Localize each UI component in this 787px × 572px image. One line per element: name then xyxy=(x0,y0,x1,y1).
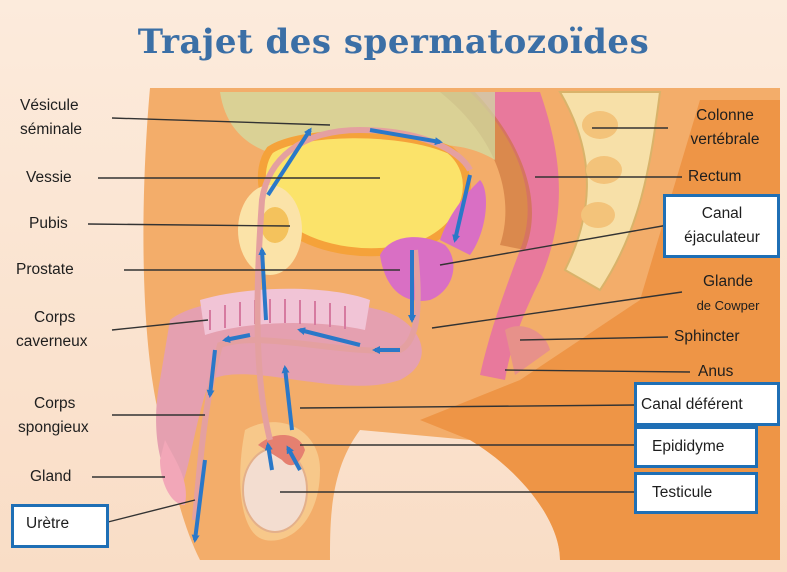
label-prostate: Prostate xyxy=(16,258,74,282)
label-corps-caverneux-line2: caverneux xyxy=(16,330,88,354)
page-title: Trajet des spermatozoïdes xyxy=(0,22,787,62)
label-glande-line2: de Cowper xyxy=(676,294,780,318)
label-canal-ejaculateur: Canal éjaculateur xyxy=(666,202,778,250)
label-corps-spongieux-line1: Corps xyxy=(18,392,89,416)
label-testicule: Testicule xyxy=(652,481,712,505)
label-epididyme: Epididyme xyxy=(652,435,724,459)
label-colonne-line1: Colonne xyxy=(672,104,778,128)
label-glande-cowper: Glande de Cowper xyxy=(676,270,780,318)
label-uretre: Urètre xyxy=(26,512,69,536)
label-sphincter: Sphincter xyxy=(674,325,739,349)
label-colonne-line2: vertébrale xyxy=(672,128,778,152)
label-gland: Gland xyxy=(30,465,71,489)
label-canal-ejac-line2: éjaculateur xyxy=(666,226,778,250)
label-colonne: Colonne vertébrale xyxy=(672,104,778,152)
label-corps-spongieux: Corps spongieux xyxy=(18,392,89,440)
label-pubis: Pubis xyxy=(29,212,68,236)
label-vesicule-line2: séminale xyxy=(20,118,82,142)
label-vesicule: Vésicule séminale xyxy=(20,94,82,142)
label-vessie: Vessie xyxy=(26,166,72,190)
label-anus: Anus xyxy=(698,360,733,384)
label-rectum: Rectum xyxy=(688,165,741,189)
label-canal-ejac-line1: Canal xyxy=(666,202,778,226)
label-glande-line1: Glande xyxy=(676,270,780,294)
label-corps-caverneux-line1: Corps xyxy=(16,306,88,330)
label-canal-deferent: Canal déférent xyxy=(641,393,743,417)
label-vesicule-line1: Vésicule xyxy=(20,94,82,118)
label-corps-spongieux-line2: spongieux xyxy=(18,416,89,440)
label-corps-caverneux: Corps caverneux xyxy=(16,306,88,354)
